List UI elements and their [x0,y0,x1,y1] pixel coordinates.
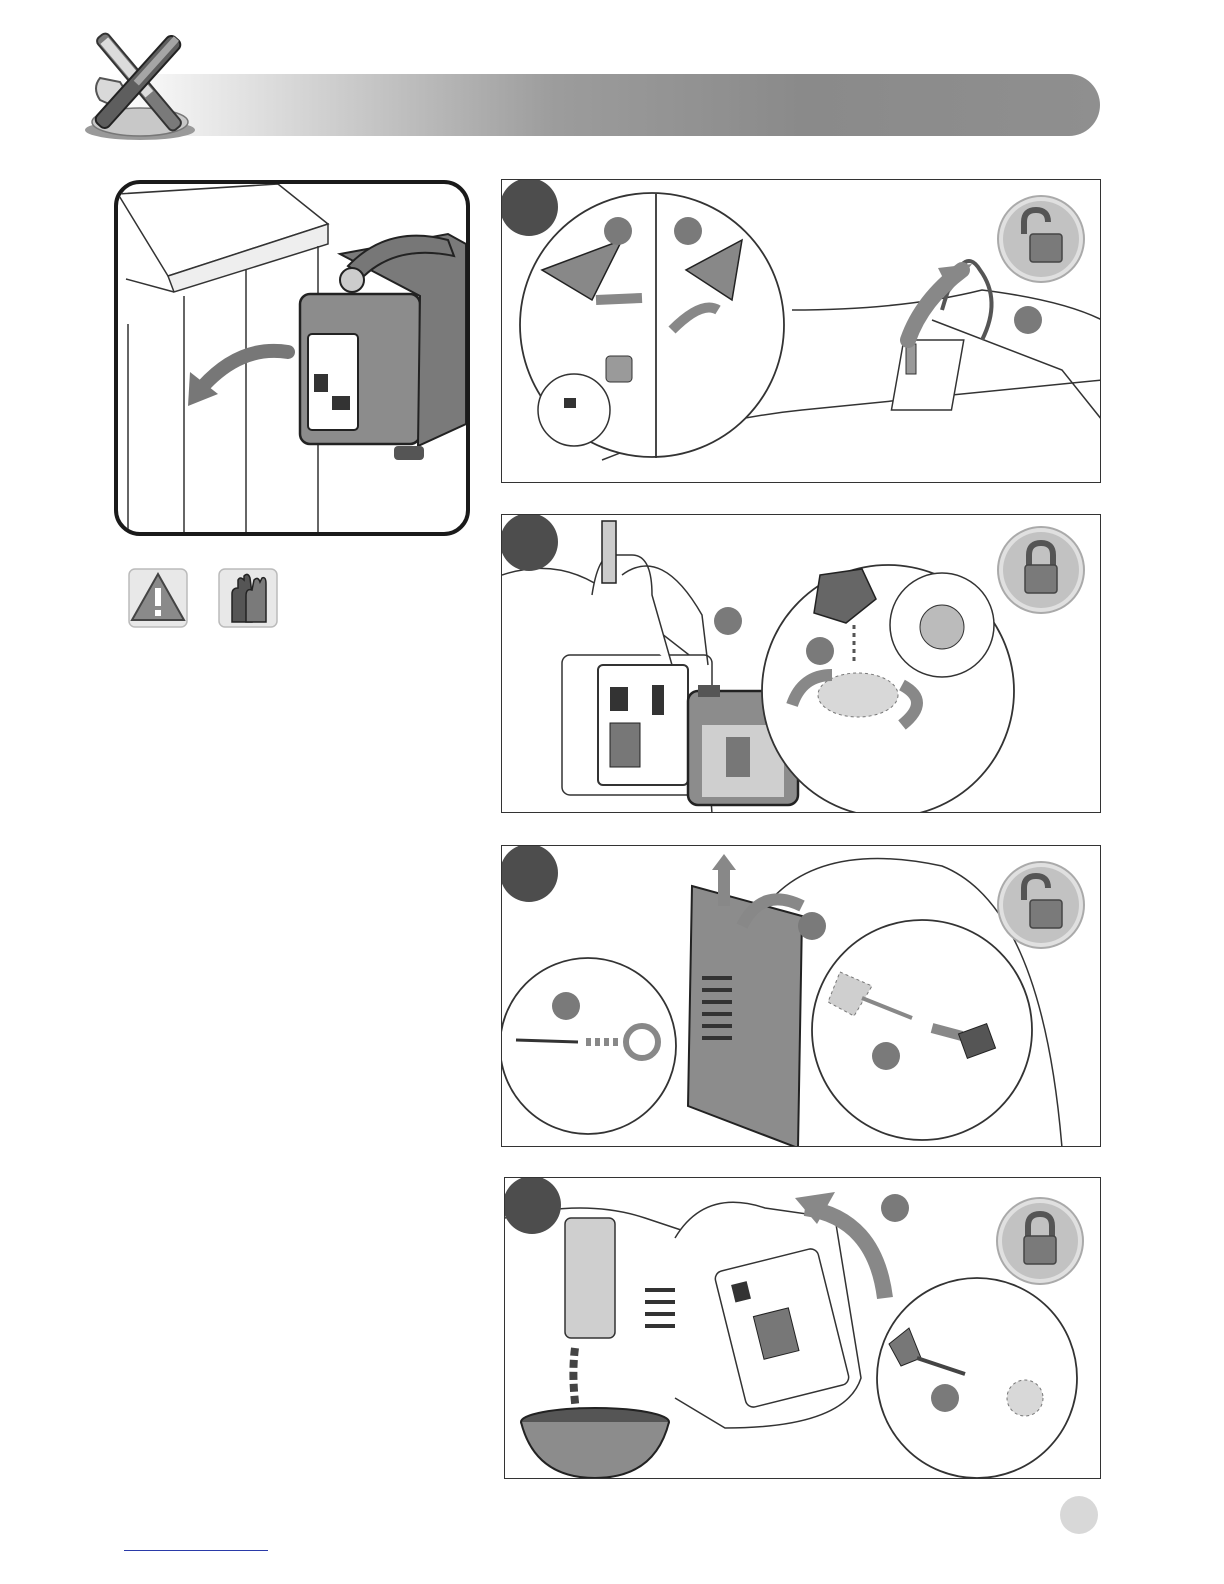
wrench-screwdriver-icon [70,18,210,148]
storage-illustration [114,180,470,536]
gloves-icon [218,568,278,628]
unlock-icon [996,194,1086,284]
unlock-icon [996,860,1086,950]
step-panel-4 [504,1177,1101,1479]
step-badge [501,179,558,236]
step-panel-3 [501,845,1101,1147]
lock-icon [995,1196,1085,1286]
lock-icon [996,525,1086,615]
step-panel-1 [501,179,1101,483]
step-badge [504,1177,561,1234]
step-badge [501,514,558,571]
step-panel-2 [501,514,1101,813]
page-number-badge [1060,1496,1098,1534]
warning-triangle-icon [128,568,188,628]
footer-link[interactable] [124,1538,268,1551]
step-badge [501,845,558,902]
header-bar [110,74,1100,136]
